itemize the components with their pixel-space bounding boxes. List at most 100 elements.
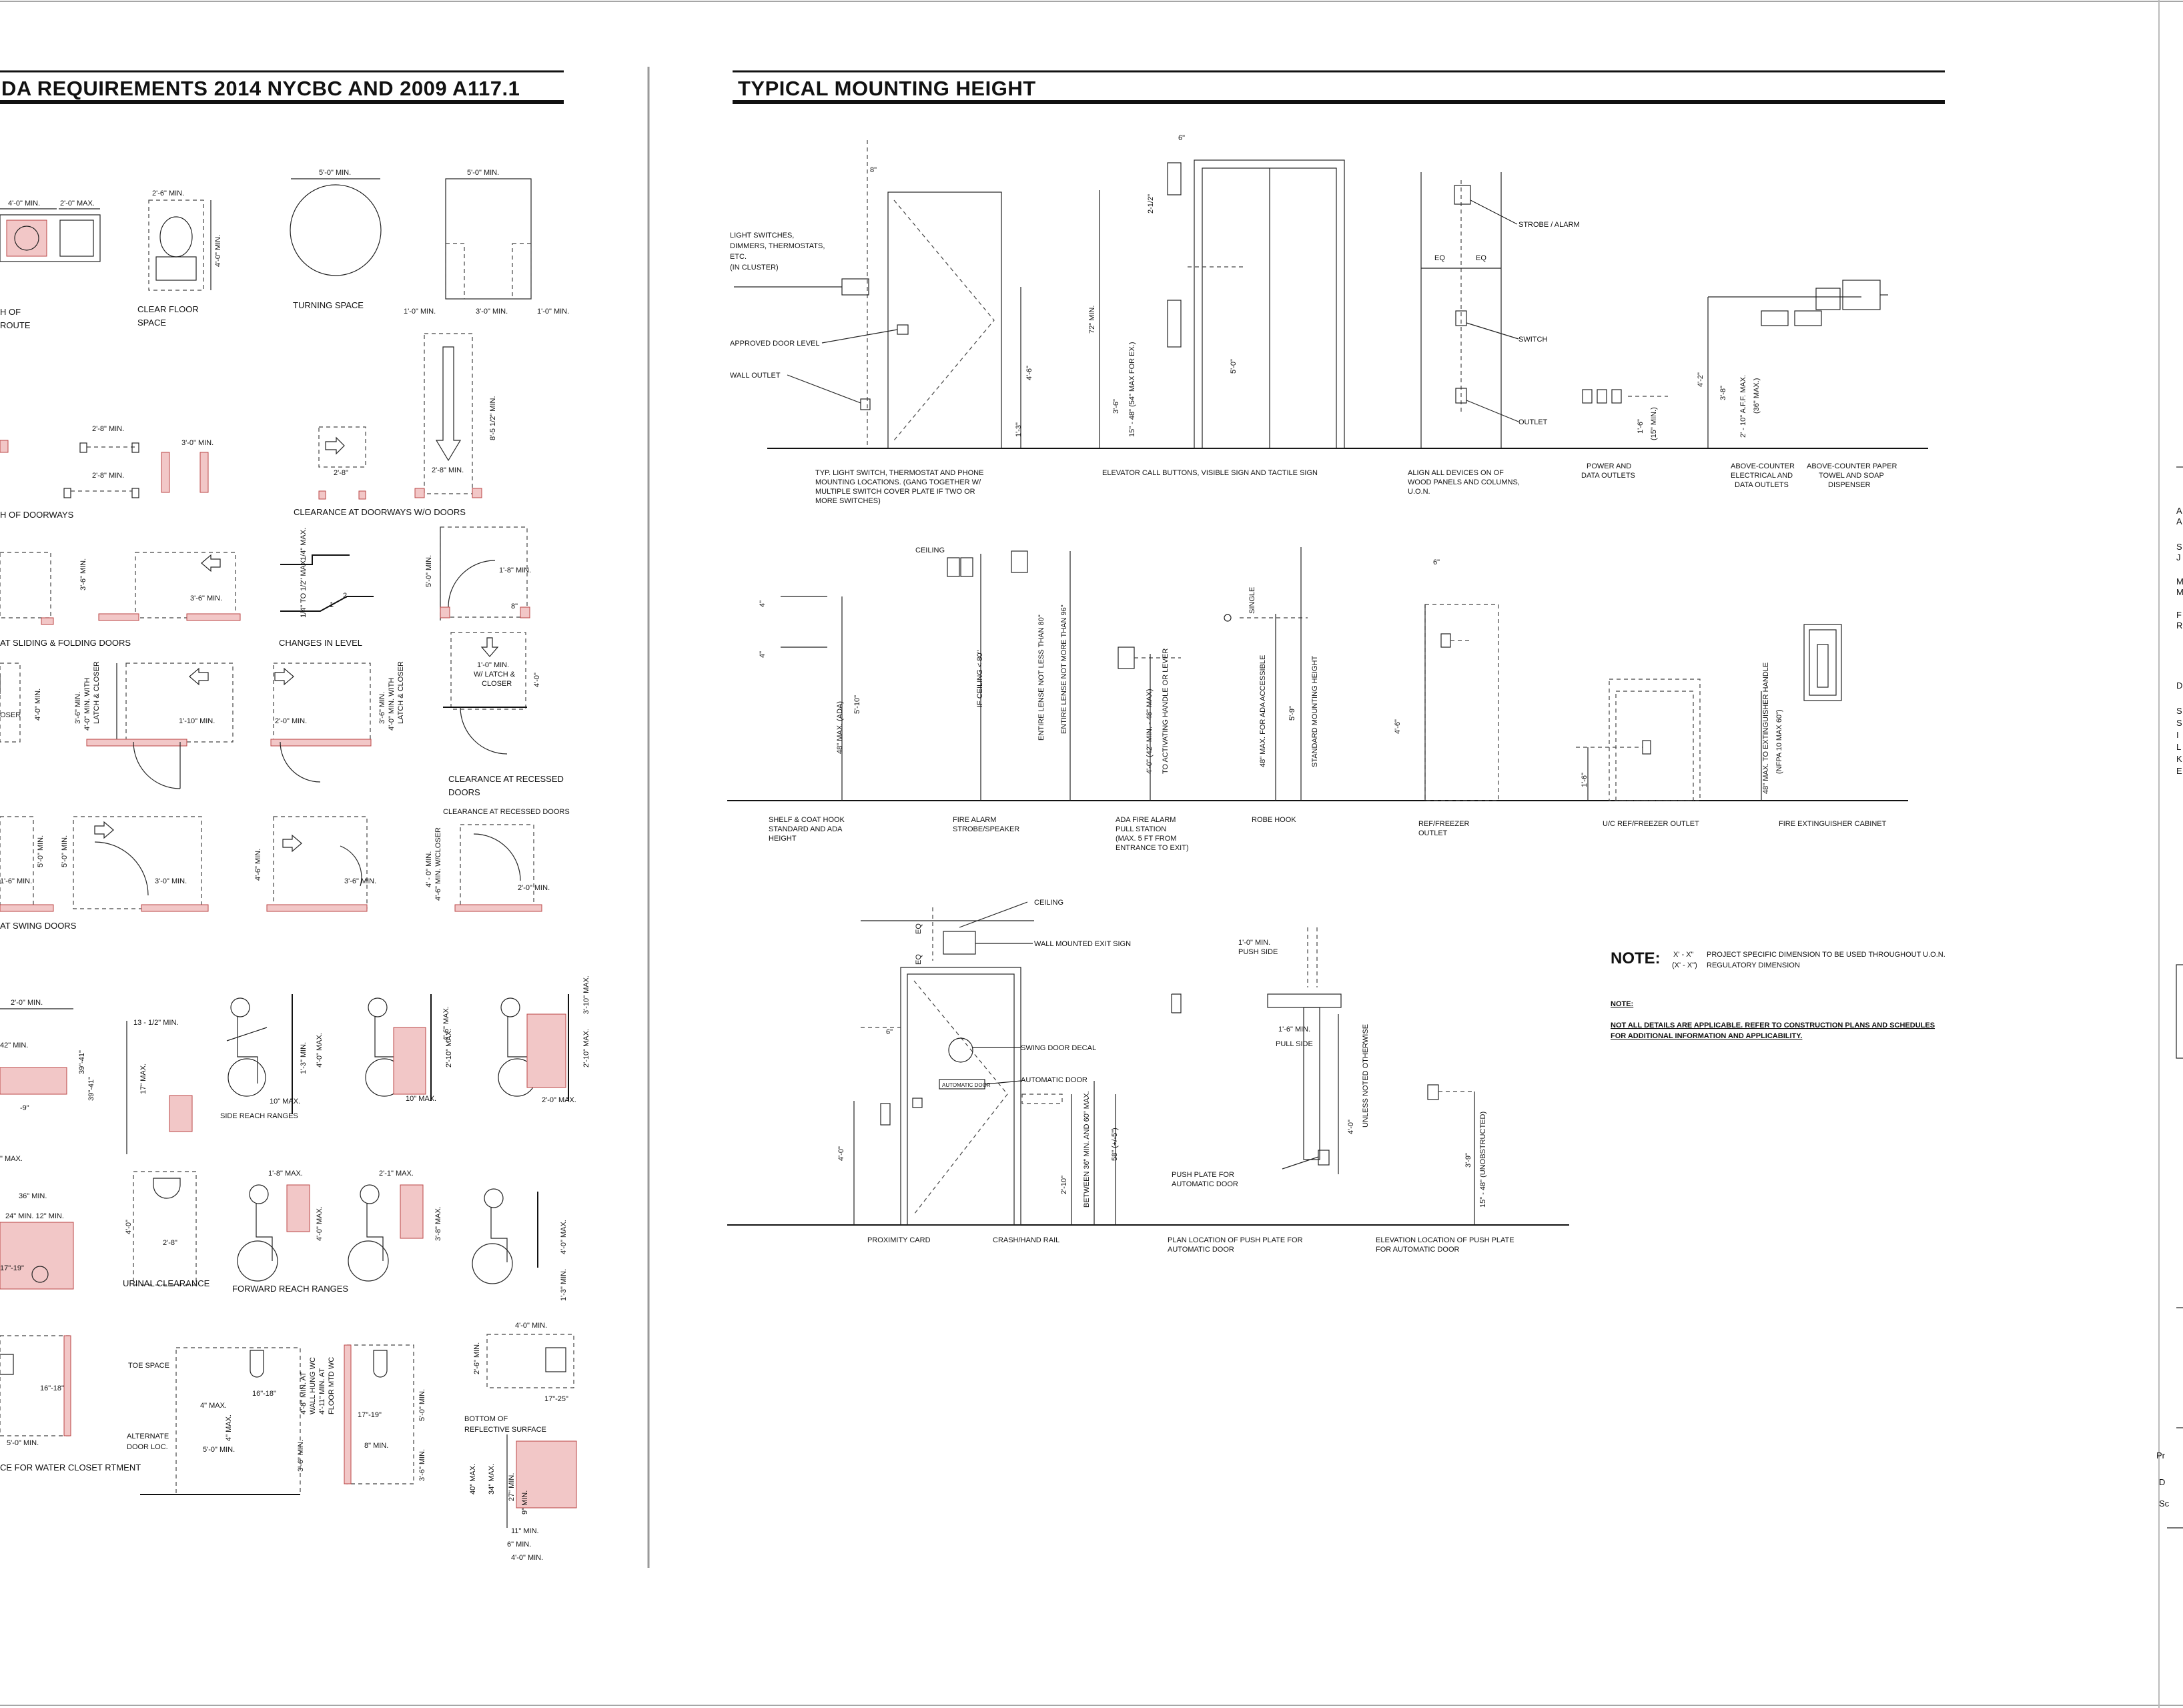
svg-text:PULL STATION: PULL STATION xyxy=(1116,825,1166,833)
svg-text:3'-6" MIN.: 3'-6" MIN. xyxy=(74,692,82,724)
svg-text:HEIGHT: HEIGHT xyxy=(769,835,797,843)
svg-text:OSER: OSER xyxy=(0,711,21,719)
svg-text:ENTIRE LENSE NOT LESS THAN 80": ENTIRE LENSE NOT LESS THAN 80" xyxy=(1037,614,1045,741)
svg-text:2'-0" MAX.: 2'-0" MAX. xyxy=(542,1096,576,1104)
svg-text:3'-6" MIN.: 3'-6" MIN. xyxy=(418,1449,426,1481)
svg-text:WALL MOUNTED EXIT SIGN: WALL MOUNTED EXIT SIGN xyxy=(1034,940,1131,948)
svg-text:16"-18": 16"-18" xyxy=(252,1390,276,1398)
svg-text:EQ: EQ xyxy=(1434,254,1445,262)
above-counter-detail: 4'-2" 3'-8" 2' - 10" A.F.F. MAX. (36" MA… xyxy=(1697,280,1897,489)
svg-text:3'-0" MIN.: 3'-0" MIN. xyxy=(476,308,508,316)
svg-text:L: L xyxy=(2176,742,2181,752)
svg-text:4'-11" MIN. AT: 4'-11" MIN. AT xyxy=(318,1368,326,1414)
svg-text:REF/FREEZER: REF/FREEZER xyxy=(1418,820,1469,828)
svg-text:2'-6" MIN.: 2'-6" MIN. xyxy=(473,1342,481,1374)
svg-text:15" - 48" (UNOBSTRUCTED): 15" - 48" (UNOBSTRUCTED) xyxy=(1479,1112,1487,1208)
uc-ref-freezer-detail: 1'-6" U/C REF/FREEZER OUTLET xyxy=(1576,679,1701,828)
svg-text:FOR ADDITIONAL INFORMATION AND: FOR ADDITIONAL INFORMATION AND APPLICABI… xyxy=(1611,1032,1802,1040)
svg-text:58" (+/-5"): 58" (+/-5") xyxy=(1111,1128,1119,1161)
svg-text:27" MIN.: 27" MIN. xyxy=(508,1473,516,1501)
svg-text:1'-0" MIN.: 1'-0" MIN. xyxy=(537,308,569,316)
svg-text:ENTRANCE TO EXIT): ENTRANCE TO EXIT) xyxy=(1116,844,1189,852)
svg-text:E: E xyxy=(2176,766,2182,776)
svg-text:10" MAX.: 10" MAX. xyxy=(270,1098,300,1106)
svg-text:A: A xyxy=(2176,506,2182,516)
svg-text:LATCH & CLOSER: LATCH & CLOSER xyxy=(93,661,101,724)
clear-floor-detail: 2'-6" MIN. 4'-0" MIN. CLEAR FLOOR SPACE xyxy=(137,189,222,328)
svg-text:1'-8" MAX.: 1'-8" MAX. xyxy=(268,1170,303,1178)
svg-text:17"-25": 17"-25" xyxy=(544,1395,568,1403)
svg-text:4" MAX.: 4" MAX. xyxy=(200,1402,227,1410)
ada-section-title: DA REQUIREMENTS 2014 NYCBC AND 2009 A117… xyxy=(1,77,520,100)
svg-text:4'-0": 4'-0" xyxy=(533,673,541,687)
svg-text:11" MIN.: 11" MIN. xyxy=(511,1527,539,1535)
svg-text:1'-6" MIN.: 1'-6" MIN. xyxy=(0,877,32,885)
svg-text:U.O.N.: U.O.N. xyxy=(1408,488,1430,496)
svg-text:36" MIN.: 36" MIN. xyxy=(19,1192,47,1200)
svg-text:34" MAX.: 34" MAX. xyxy=(488,1464,496,1494)
svg-text:16"-18": 16"-18" xyxy=(40,1384,64,1392)
light-switch-detail: 8" LIGHT SWITCHES, DIMMERS, THERMOSTATS,… xyxy=(730,140,1033,505)
svg-text:D: D xyxy=(2159,1477,2165,1487)
svg-text:NOTE:: NOTE: xyxy=(1611,949,1661,967)
svg-text:24" MIN. 12" MIN.: 24" MIN. 12" MIN. xyxy=(5,1212,64,1220)
svg-text:5'-0" MIN.: 5'-0" MIN. xyxy=(418,1389,426,1421)
dim-2-0-max: 2'-0" MAX. xyxy=(60,199,95,207)
svg-text:8" MIN.: 8" MIN. xyxy=(364,1442,388,1450)
typical-mounting-section: TYPICAL MOUNTING HEIGHT 8" LIGHT SWITCHE… xyxy=(727,70,1945,1254)
svg-text:3'-8" MAX.: 3'-8" MAX. xyxy=(434,1206,442,1241)
svg-text:4' - 0" MIN.: 4' - 0" MIN. xyxy=(425,851,433,887)
svg-text:X' - X": X' - X" xyxy=(1673,951,1694,959)
svg-text:4'-6" MIN. W/CLOSER: 4'-6" MIN. W/CLOSER xyxy=(434,827,442,901)
svg-text:ALIGN ALL DEVICES ON OF: ALIGN ALL DEVICES ON OF xyxy=(1408,469,1504,477)
svg-text:4'-0" MIN.: 4'-0" MIN. xyxy=(34,689,42,721)
svg-text:BOTTOM OF: BOTTOM OF xyxy=(464,1415,508,1423)
svg-text:ELECTRICAL AND: ELECTRICAL AND xyxy=(1731,472,1793,480)
turning-space-detail: 5'-0" MIN. TURNING SPACE 5'-0" MIN. 3'-0… xyxy=(290,169,569,316)
svg-text:3'-9": 3'-9" xyxy=(1464,1153,1472,1168)
svg-text:4'-0" MAX.: 4'-0" MAX. xyxy=(560,1220,568,1254)
svg-text:MORE SWITCHES): MORE SWITCHES) xyxy=(815,497,881,505)
svg-text:TYP. LIGHT SWITCH, THERMOSTAT: TYP. LIGHT SWITCH, THERMOSTAT AND PHONE xyxy=(815,469,983,477)
svg-text:2-1/2": 2-1/2" xyxy=(1147,194,1155,214)
svg-text:2'-8" MIN.: 2'-8" MIN. xyxy=(432,466,464,474)
svg-text:M: M xyxy=(2176,576,2183,586)
svg-text:WALL HUNG WC: WALL HUNG WC xyxy=(309,1357,317,1414)
svg-text:H OF DOORWAYS: H OF DOORWAYS xyxy=(0,510,74,520)
svg-text:1'-6": 1'-6" xyxy=(1637,419,1645,434)
svg-text:PROXIMITY CARD: PROXIMITY CARD xyxy=(867,1236,931,1244)
doorways-width-detail: 2'-8" MIN. 2'-8" MIN. 3'-0" MIN. H OF DO… xyxy=(0,425,213,520)
svg-text:STROBE/SPEAKER: STROBE/SPEAKER xyxy=(953,825,1019,833)
svg-text:ABOVE-COUNTER PAPER: ABOVE-COUNTER PAPER xyxy=(1807,462,1897,470)
latch-closer-detail: 4'-0" MIN. OSER 1'-10" MIN. 3'-6" MIN. 4… xyxy=(0,632,564,797)
svg-text:F: F xyxy=(2176,610,2182,620)
svg-text:ABOVE-COUNTER: ABOVE-COUNTER xyxy=(1731,462,1795,470)
ada-requirements-section: DA REQUIREMENTS 2014 NYCBC AND 2009 A117… xyxy=(0,70,590,1562)
svg-text:4": 4" xyxy=(759,651,767,658)
svg-text:2'-10" MAX.: 2'-10" MAX. xyxy=(582,1029,590,1068)
svg-text:40" MAX.: 40" MAX. xyxy=(469,1464,477,1494)
svg-text:OUTLET: OUTLET xyxy=(1518,418,1548,426)
svg-text:AT SLIDING & FOLDING DOORS: AT SLIDING & FOLDING DOORS xyxy=(0,638,131,648)
svg-text:4'-6" MIN.: 4'-6" MIN. xyxy=(254,849,262,881)
svg-text:EQ: EQ xyxy=(915,923,923,934)
svg-text:4'-6" MAX.: 4'-6" MAX. xyxy=(442,1006,450,1041)
svg-text:3'-8": 3'-8" xyxy=(1719,386,1727,400)
svg-text:(MAX. 5 FT FROM: (MAX. 5 FT FROM xyxy=(1116,835,1176,843)
svg-text:4'-0" MIN.: 4'-0" MIN. xyxy=(515,1322,547,1330)
svg-text:48" MAX. (ADA): 48" MAX. (ADA) xyxy=(836,701,844,754)
svg-text:-9": -9" xyxy=(20,1104,29,1112)
svg-text:APPROVED DOOR LEVEL: APPROVED DOOR LEVEL xyxy=(730,340,820,348)
svg-text:3'-6" MIN.: 3'-6" MIN. xyxy=(297,1440,305,1472)
svg-text:S: S xyxy=(2176,542,2182,552)
notes-block: NOTE: X' - X" PROJECT SPECIFIC DIMENSION… xyxy=(1611,949,1945,1040)
svg-text:5'-0" MIN.: 5'-0" MIN. xyxy=(467,169,499,177)
svg-text:2' - 10" A.F.F. MAX.: 2' - 10" A.F.F. MAX. xyxy=(1739,375,1747,438)
svg-text:REFLECTIVE SURFACE: REFLECTIVE SURFACE xyxy=(464,1426,546,1434)
route-width-detail: 4'-0" MIN. 2'-0" MAX. H OF ROUTE xyxy=(0,199,101,330)
svg-text:ELEVATION LOCATION OF PUSH PLA: ELEVATION LOCATION OF PUSH PLATE xyxy=(1376,1236,1514,1244)
svg-text:FIRE EXTINGUISHER CABINET: FIRE EXTINGUISHER CABINET xyxy=(1779,820,1887,828)
ref-freezer-outlet-detail: 6" 4'-6" REF/FREEZER OUTLET xyxy=(1394,558,1499,837)
clear-floor-label: CLEAR FLOOR xyxy=(137,304,199,314)
